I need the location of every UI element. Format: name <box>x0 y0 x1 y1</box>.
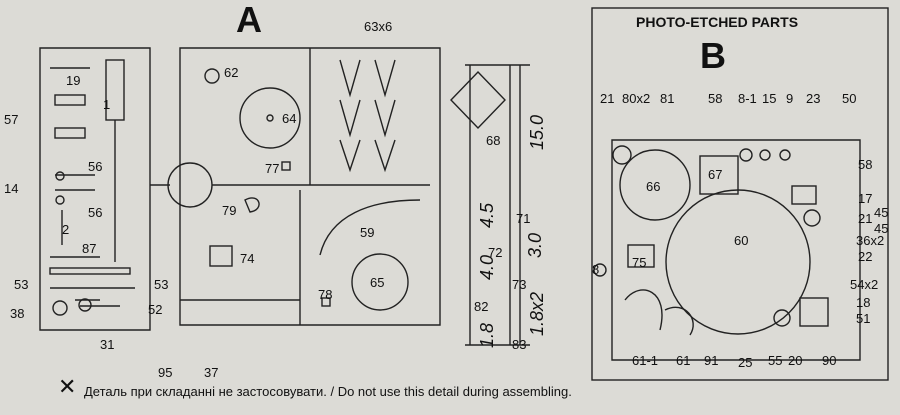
label-b25: 25 <box>738 355 753 370</box>
label-79: 79 <box>222 203 237 218</box>
label-b45a: 45 <box>874 205 889 220</box>
label-72: 72 <box>488 245 503 260</box>
label-b58a: 58 <box>708 91 723 106</box>
label-37: 37 <box>204 365 219 380</box>
label-b17: 17 <box>858 191 873 206</box>
label-68: 68 <box>486 133 501 148</box>
label-77: 77 <box>265 161 280 176</box>
dim-3-0: 3.0 <box>525 232 545 258</box>
sprue-frame-right <box>179 47 441 326</box>
exclude-mark-icon: ✕ <box>58 374 77 399</box>
template-strip <box>509 65 521 345</box>
label-b21b: 21 <box>858 211 873 226</box>
label-53a: 53 <box>14 277 29 292</box>
label-b55: 55 <box>768 353 783 368</box>
label-b15: 15 <box>762 91 777 106</box>
sheet-a-letter: A <box>236 0 262 40</box>
sprue-frame-left <box>39 47 151 331</box>
part-64 <box>239 87 301 149</box>
label-8-1: 8-1 <box>738 91 757 106</box>
label-73: 73 <box>512 277 527 292</box>
label-65: 65 <box>370 275 385 290</box>
part-65 <box>351 253 409 311</box>
label-b18: 18 <box>856 295 871 310</box>
label-53b: 53 <box>154 277 169 292</box>
label-74: 74 <box>240 251 255 266</box>
sheet-b-letter: B <box>700 35 726 76</box>
label-b61: 61 <box>676 353 691 368</box>
dim-1-8: 1.8 <box>477 322 497 348</box>
label-71: 71 <box>516 211 531 226</box>
label-b9: 9 <box>786 91 794 106</box>
label-b54x2: 54x2 <box>850 277 879 292</box>
label-80x2: 80x2 <box>622 91 651 106</box>
label-b61-1: 61-1 <box>632 353 659 368</box>
label-62: 62 <box>224 65 239 80</box>
label-b60: 60 <box>734 233 749 248</box>
label-56b: 56 <box>88 205 103 220</box>
label-57: 57 <box>4 112 19 127</box>
sprue-hub <box>167 162 213 208</box>
label-b45b: 45 <box>874 221 889 236</box>
part-66 <box>619 149 691 221</box>
label-63x6: 63x6 <box>364 19 393 34</box>
sheet-b-title: PHOTO-ETCHED PARTS <box>636 14 799 30</box>
label-87: 87 <box>82 241 97 256</box>
label-b22: 22 <box>858 249 873 264</box>
label-b21a: 21 <box>600 91 615 106</box>
label-b51: 51 <box>856 311 871 326</box>
label-b23: 23 <box>806 91 821 106</box>
label-78: 78 <box>318 287 333 302</box>
dim-4-0: 4.0 <box>477 254 497 280</box>
label-b91: 91 <box>704 353 719 368</box>
footer-note: Деталь при складанні не застосовувати. /… <box>84 384 572 399</box>
label-b20: 20 <box>788 353 803 368</box>
label-b67: 67 <box>708 167 723 182</box>
label-38: 38 <box>10 306 25 321</box>
label-83: 83 <box>512 337 527 352</box>
label-b58b: 58 <box>858 157 873 172</box>
dim-1-8x2: 1.8x2 <box>527 291 547 336</box>
label-b66: 66 <box>646 179 661 194</box>
label-59: 59 <box>360 225 375 240</box>
dim-15: 15.0 <box>527 114 547 150</box>
label-64: 64 <box>282 111 297 126</box>
label-82: 82 <box>474 299 489 314</box>
label-31: 31 <box>100 337 115 352</box>
label-14: 14 <box>4 181 19 196</box>
dim-4-5: 4.5 <box>477 202 497 228</box>
label-56a: 56 <box>88 159 103 174</box>
label-1: 1 <box>103 97 111 112</box>
label-b8: 8 <box>592 262 600 277</box>
label-b50: 50 <box>842 91 857 106</box>
label-19: 19 <box>66 73 81 88</box>
label-b90: 90 <box>822 353 837 368</box>
sheet-b-frame <box>591 7 889 381</box>
label-2: 2 <box>62 222 70 237</box>
label-81: 81 <box>660 91 675 106</box>
label-52: 52 <box>148 302 163 317</box>
label-b75: 75 <box>632 255 647 270</box>
label-b36x2: 36x2 <box>856 233 885 248</box>
label-95: 95 <box>158 365 173 380</box>
